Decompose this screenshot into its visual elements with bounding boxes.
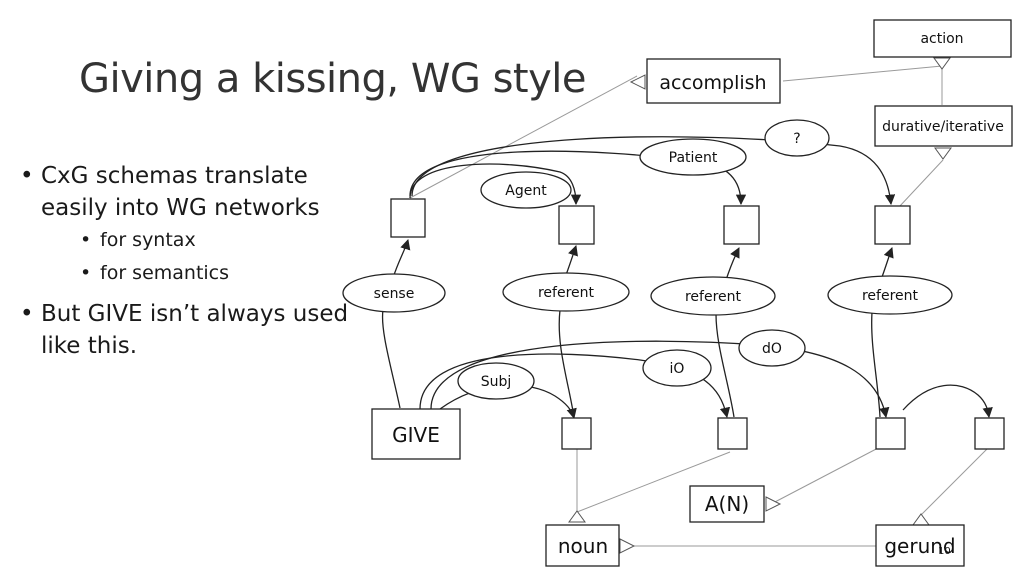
durative-iterative-label: durative/iterative	[882, 119, 1004, 135]
bullet-text: CxG schemas translate easily into WG net…	[41, 163, 320, 221]
node-box[interactable]	[558, 205, 595, 245]
a-n-label: A(N)	[705, 492, 749, 516]
node-box[interactable]	[874, 205, 911, 245]
isa-links	[409, 57, 989, 554]
bullet-text: But GIVE isn’t always used like this.	[41, 301, 349, 359]
patient-relation-label: Patient	[669, 150, 718, 166]
referent-relation-label: referent	[538, 285, 595, 301]
bullet-dot-icon: •	[20, 301, 34, 327]
bullet-dot-icon: •	[80, 229, 92, 251]
sub-bullet-text: for syntax	[100, 229, 196, 251]
question-relation[interactable]	[764, 119, 830, 157]
referent-relation[interactable]	[502, 272, 630, 312]
node-box[interactable]	[561, 417, 592, 450]
accomplish-label: accomplish	[659, 72, 766, 94]
noun-node[interactable]	[545, 524, 620, 567]
agent-relation-label: Agent	[505, 183, 547, 199]
node-box[interactable]	[723, 205, 760, 245]
node-box[interactable]	[875, 417, 906, 450]
referent-relation-label: referent	[862, 288, 919, 304]
give-node[interactable]	[371, 408, 461, 460]
referent-relation-label: referent	[685, 289, 742, 305]
node-box[interactable]	[390, 198, 426, 238]
sense-relation[interactable]	[342, 273, 446, 313]
action-node[interactable]	[873, 19, 1012, 58]
slide-title: Giving a kissing, WG style	[79, 56, 587, 102]
labelled-nodes: action accomplish durative/iterative GIV…	[371, 19, 1013, 567]
question-relation-label: ?	[793, 131, 800, 147]
sub-bullet-item: • for syntax	[20, 224, 365, 257]
agent-relation[interactable]	[480, 171, 572, 209]
gerund-node[interactable]	[875, 524, 965, 567]
node-box[interactable]	[974, 417, 1005, 450]
sub-bullet-item: • for semantics	[20, 257, 365, 290]
subj-relation-label: Subj	[481, 374, 512, 390]
noun-label: noun	[558, 534, 608, 558]
gerund-label: gerund	[884, 534, 955, 558]
io-relation-label: iO	[670, 361, 685, 377]
relation-links	[381, 136, 993, 420]
durative-iterative-node[interactable]	[874, 105, 1013, 147]
referent-relation[interactable]	[827, 275, 953, 315]
sub-bullet-text: for semantics	[100, 262, 230, 284]
page-number: 10	[938, 546, 951, 557]
node-box[interactable]	[717, 417, 748, 450]
do-relation-label: dO	[762, 341, 782, 357]
do-relation[interactable]	[738, 329, 806, 367]
bullet-list: • CxG schemas translate easily into WG n…	[20, 160, 365, 362]
bullet-item: • CxG schemas translate easily into WG n…	[20, 160, 365, 224]
patient-relation[interactable]	[639, 138, 747, 176]
relation-labels: ? Patient Agent sense referent referent …	[342, 119, 953, 400]
give-label: GIVE	[392, 423, 440, 447]
bullet-dot-icon: •	[20, 163, 34, 189]
sense-relation-label: sense	[374, 286, 415, 302]
bullet-item: • But GIVE isn’t always used like this.	[20, 298, 365, 362]
bullet-dot-icon: •	[80, 262, 92, 284]
accomplish-node[interactable]	[646, 58, 781, 104]
a-n-node[interactable]	[689, 485, 765, 523]
referent-relation[interactable]	[650, 276, 776, 316]
action-label: action	[920, 31, 963, 47]
io-relation[interactable]	[642, 349, 712, 387]
unlabeled-nodes	[390, 198, 1005, 450]
subj-relation[interactable]	[457, 362, 535, 400]
